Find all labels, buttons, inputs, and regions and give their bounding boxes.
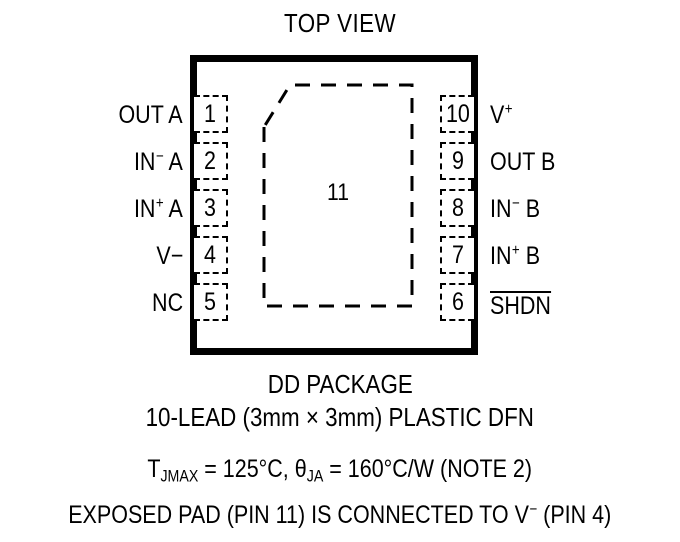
pin-box-10[interactable]: 10: [440, 95, 474, 133]
pin-box-4[interactable]: 4: [194, 236, 228, 274]
caption-package-name: DD PACKAGE: [267, 369, 413, 399]
pin-box-8[interactable]: 8: [440, 189, 474, 227]
pin-label-1-text: OUT A: [118, 101, 183, 129]
pin-box-3[interactable]: 3: [194, 189, 228, 227]
pin-label-3-suffix: A: [163, 195, 183, 223]
pin-number-1: 1: [204, 99, 216, 128]
tjmax-value: = 125°C,: [198, 455, 296, 483]
pin-box-7[interactable]: 7: [440, 236, 474, 274]
page-title: TOP VIEW: [284, 8, 396, 38]
caption-exposed-pad-note: EXPOSED PAD (PIN 11) IS CONNECTED TO V− …: [0, 501, 680, 529]
exposed-pad-note-sign: −: [529, 501, 538, 519]
exposed-pad-outline: 11: [262, 83, 414, 308]
exposed-pad-note-prefix: EXPOSED PAD (PIN 11) IS CONNECTED TO V: [68, 501, 530, 529]
pin-label-10-sign: +: [504, 101, 513, 119]
pin-number-3: 3: [204, 193, 216, 222]
pin-number-8: 8: [452, 193, 464, 222]
pin-label-8: IN− B: [490, 195, 548, 223]
pin-label-4: V−: [152, 244, 183, 269]
tjmax-symbol: T: [147, 455, 161, 483]
pin-label-9: OUT B: [490, 150, 566, 175]
tjmax-subscript: JMAX: [160, 467, 199, 486]
pin-number-9: 9: [452, 146, 464, 175]
pin-label-6-text: SHDN: [490, 291, 551, 320]
pin-number-4: 4: [204, 240, 216, 269]
caption-thermal-spec: TJMAX = 125°C, θJA = 160°C/W (NOTE 2): [0, 455, 680, 485]
pin-label-8-sign: −: [511, 195, 520, 213]
pin-label-10: V+: [490, 101, 516, 129]
pin-label-2: IN− A: [126, 148, 183, 176]
pin-label-5-text: NC: [151, 289, 183, 317]
pin-number-6: 6: [452, 287, 464, 316]
exposed-pad-note-suffix: (PIN 4): [537, 501, 612, 529]
pin-label-7-sign: +: [511, 242, 520, 260]
package-diagram: 11 1 2 3 4 5 10 9 8 7 6: [190, 55, 478, 355]
pin-label-3: IN+ A: [126, 195, 183, 223]
pin-label-8-suffix: B: [519, 195, 541, 223]
pin-box-6[interactable]: 6: [440, 283, 474, 321]
pin-box-2[interactable]: 2: [194, 142, 228, 180]
pin-number-10: 10: [446, 99, 470, 128]
exposed-pad-number: 11: [327, 179, 349, 206]
pin-label-9-text: OUT B: [490, 148, 556, 176]
pin-label-2-text: IN: [134, 148, 156, 176]
pin-box-1[interactable]: 1: [194, 95, 228, 133]
pin-label-3-text: IN: [134, 195, 156, 223]
pin-label-10-text: V: [490, 101, 505, 129]
caption-lead-description: 10-LEAD (3mm × 3mm) PLASTIC DFN: [145, 402, 535, 432]
pin-label-8-text: IN: [490, 195, 512, 223]
pin-number-5: 5: [204, 287, 216, 316]
theta-subscript: JA: [307, 467, 324, 486]
pin-label-1: OUT A: [108, 103, 183, 128]
pin-label-2-suffix: A: [163, 148, 183, 176]
pin-label-6: SHDN: [490, 291, 561, 319]
pin-label-5: NC: [147, 291, 183, 316]
pin-box-5[interactable]: 5: [194, 283, 228, 321]
pin-label-3-sign: +: [156, 195, 164, 213]
pin-number-2: 2: [204, 146, 216, 175]
theta-symbol: θ: [295, 455, 308, 483]
pin-label-4-text: V−: [156, 242, 183, 270]
pin-label-7-suffix: B: [519, 242, 541, 270]
theta-value: = 160°C/W (NOTE 2): [323, 455, 533, 483]
pin-label-7: IN+ B: [490, 242, 548, 270]
pin-box-9[interactable]: 9: [440, 142, 474, 180]
pin-label-7-text: IN: [490, 242, 512, 270]
pin-label-2-sign: −: [156, 148, 164, 166]
pin-number-7: 7: [452, 240, 464, 269]
